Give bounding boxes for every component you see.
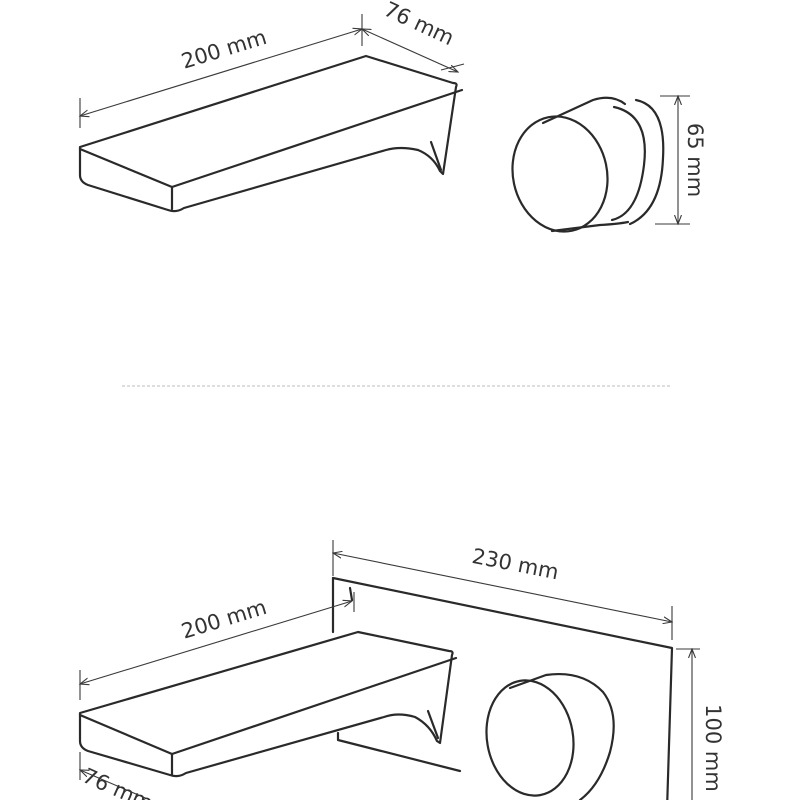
bottom-spout-drawing: [78, 630, 458, 778]
bottom-plate-width-dimension: [333, 540, 672, 640]
top-knob-diameter-dimension: [655, 96, 690, 224]
bottom-plate-width-label: 230 mm: [470, 544, 561, 584]
bottom-plate-height-label: 100 mm: [701, 704, 725, 792]
top-knob-diameter-label: 65 mm: [683, 123, 707, 197]
top-spout-drawing: [78, 54, 464, 213]
bottom-spout-length-label: 200 mm: [179, 595, 270, 644]
top-knob-drawing: [511, 96, 665, 233]
bottom-plate-height-dimension: [676, 649, 700, 800]
top-spout-depth-dimension: [362, 29, 465, 72]
top-spout-length-label: 200 mm: [179, 25, 270, 74]
bottom-knob-drawing: [485, 673, 615, 800]
bottom-spout-depth-dimension: [80, 752, 151, 800]
bottom-spout-depth-label: 76 mm: [79, 764, 157, 800]
bottom-view: 230 mm 200 mm 100 mm 76 mm: [79, 540, 725, 800]
top-view: 200 mm 76 mm 65 mm: [78, 0, 707, 233]
bottom-spout-length-dimension: [80, 592, 355, 700]
